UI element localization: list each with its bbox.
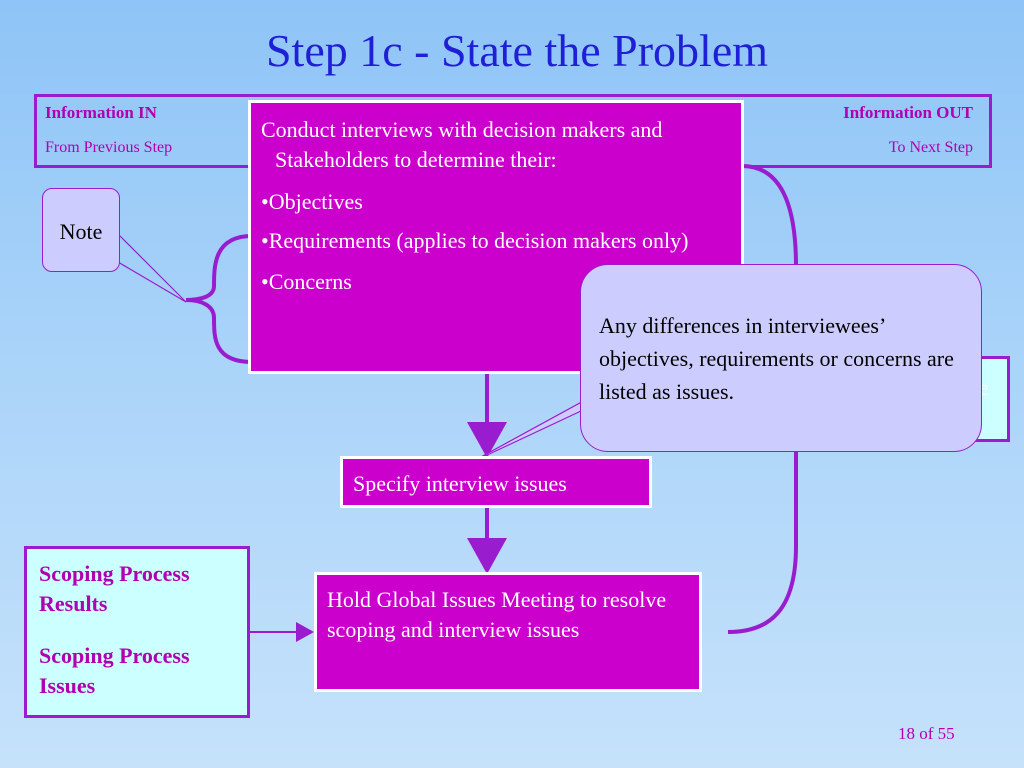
scoping-issues-label: Scoping Process Issues: [39, 643, 190, 698]
bullet-concerns: •Concerns: [261, 269, 352, 294]
information-in-label: Information IN: [45, 103, 157, 122]
scoping-results-label: Scoping Process Results: [39, 561, 190, 616]
to-next-step-label: To Next Step: [888, 139, 973, 156]
note-pointer-line: [111, 227, 187, 303]
note-label: Note: [59, 219, 103, 244]
from-previous-step-label: From Previous Step: [45, 139, 173, 156]
global-issues-meeting-label: Hold Global Issues Meeting to resolve sc…: [327, 587, 667, 642]
global-issues-meeting-box: Hold Global Issues Meeting to resolve sc…: [314, 572, 702, 692]
issues-callout: Any differences in interviewees’ objecti…: [580, 264, 982, 452]
page-title: Step 1c - State the Problem: [265, 25, 769, 76]
note-box: Note: [42, 188, 120, 272]
next-step-output-text: e: [979, 375, 989, 400]
bullet-objectives: •Objectives: [261, 189, 363, 214]
specify-issues-label: Specify interview issues: [353, 471, 567, 496]
bullet-requirements: •Requirements (applies to decision maker…: [261, 228, 689, 253]
callout-text: Any differences in interviewees’ objecti…: [599, 313, 954, 404]
bullet-group-brace: [185, 234, 253, 364]
specify-issues-box: Specify interview issues: [340, 456, 652, 508]
note-pointer-line: [117, 261, 187, 303]
information-out-label: Information OUT: [843, 103, 973, 122]
interview-intro-text: Conduct interviews with decision makers …: [261, 117, 663, 172]
page-number: 18 of 55: [898, 724, 955, 743]
scoping-inputs-box: Scoping Process Results Scoping Process …: [24, 546, 250, 718]
